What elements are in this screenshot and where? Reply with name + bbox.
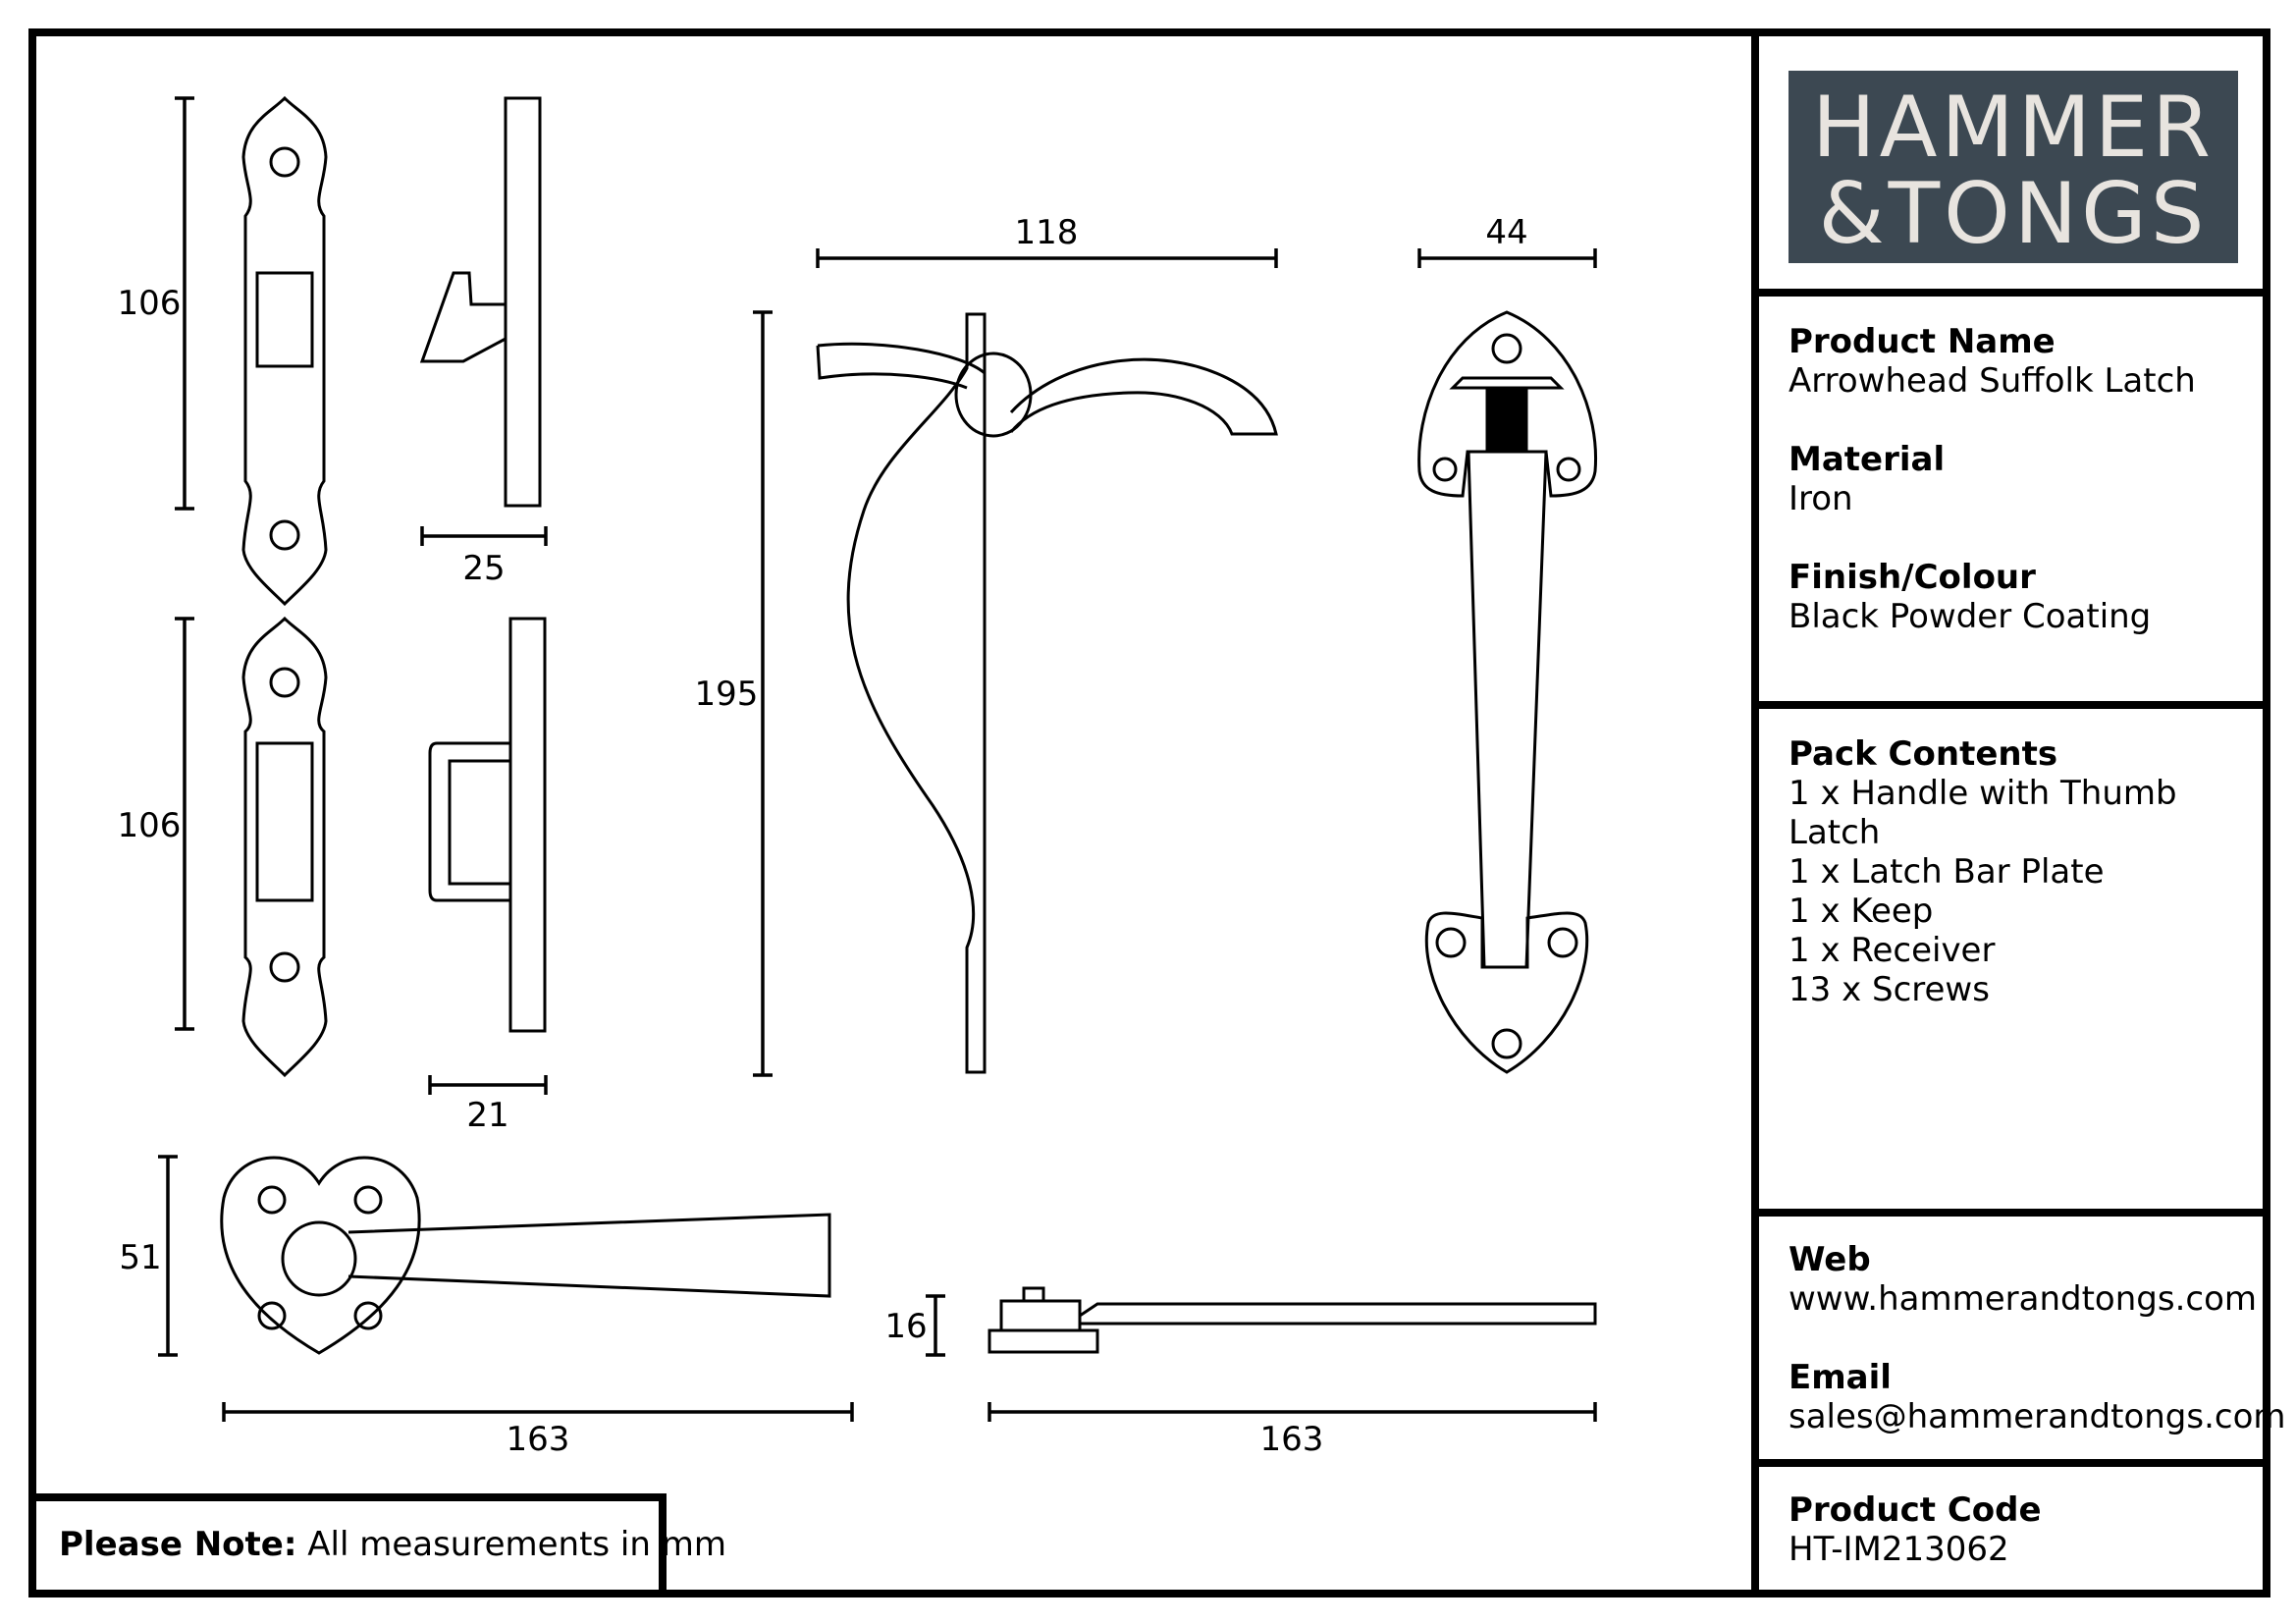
note-box — [32, 1493, 667, 1594]
product-name-value: Arrowhead Suffolk Latch — [1789, 361, 2196, 401]
list-item: 1 x Handle with Thumb Latch — [1789, 774, 2177, 852]
latch-bar-side-view — [988, 1286, 1597, 1354]
product-code-panel: Product Code HT-IM213062 — [1767, 1490, 2263, 1608]
list-item: 1 x Receiver — [1789, 931, 1996, 970]
outer-frame — [28, 28, 2270, 1597]
receiver-front-view — [241, 616, 328, 1078]
pack-contents-label: Pack Contents — [1789, 734, 2058, 774]
web-label: Web — [1789, 1240, 1871, 1279]
dim-keep-height: 106 — [118, 284, 182, 323]
finish-value: Black Powder Coating — [1789, 597, 2152, 636]
dim-receiver-depth: 21 — [466, 1096, 508, 1135]
dim-handle-width: 44 — [1485, 213, 1527, 252]
brand-logo: HAMMER &TONGS — [1789, 71, 2238, 263]
list-item: 1 x Latch Bar Plate — [1789, 852, 2105, 892]
dim-handle-height: 195 — [695, 675, 759, 714]
receiver-side-view — [428, 617, 547, 1033]
dim-bar-height: 51 — [119, 1238, 161, 1277]
dim-receiver-height: 106 — [118, 806, 182, 845]
product-info-panel: Product Name Arrowhead Suffolk Latch Mat… — [1767, 322, 2263, 676]
latch-bar-top-view — [220, 1156, 831, 1355]
dim-keep-depth: 25 — [462, 549, 505, 588]
material-label: Material — [1789, 440, 1946, 479]
dimension-lines — [158, 96, 1597, 1422]
dim-bar-plate-height: 16 — [884, 1307, 927, 1346]
dim-handle-projection: 118 — [1015, 213, 1079, 252]
product-code-label: Product Code — [1789, 1490, 2042, 1530]
keep-side-view — [419, 96, 542, 508]
keep-front-view — [241, 95, 328, 607]
pack-contents-panel: Pack Contents 1 x Handle with Thumb Latc… — [1767, 734, 2263, 1009]
note-text: All measurements in mm — [307, 1525, 726, 1564]
product-code-value: HT-IM213062 — [1789, 1530, 2009, 1569]
dim-bar-plate-length: 163 — [1260, 1420, 1324, 1459]
material-value: Iron — [1789, 479, 1853, 518]
brand-line-2: &TONGS — [1818, 165, 2209, 263]
measurement-note: Please Note: All measurements in mm — [59, 1525, 726, 1564]
list-item: 1 x Keep — [1789, 892, 1934, 931]
handle-front-view — [1417, 310, 1598, 1074]
note-label: Please Note: — [59, 1525, 297, 1564]
handle-side-view — [816, 312, 1278, 1074]
finish-label: Finish/Colour — [1789, 558, 2036, 597]
product-name-label: Product Name — [1789, 322, 2056, 361]
email-link[interactable]: sales@hammerandtongs.com — [1789, 1397, 2286, 1436]
web-link[interactable]: www.hammerandtongs.com — [1789, 1279, 2257, 1319]
pack-contents-list: 1 x Handle with Thumb Latch 1 x Latch Ba… — [1789, 774, 2241, 1009]
brand-line-1: HAMMER — [1812, 79, 2215, 177]
dim-bar-length: 163 — [507, 1420, 570, 1459]
email-label: Email — [1789, 1358, 1892, 1397]
contact-panel: Web www.hammerandtongs.com Email sales@h… — [1767, 1240, 2286, 1476]
list-item: 13 x Screws — [1789, 970, 1990, 1009]
